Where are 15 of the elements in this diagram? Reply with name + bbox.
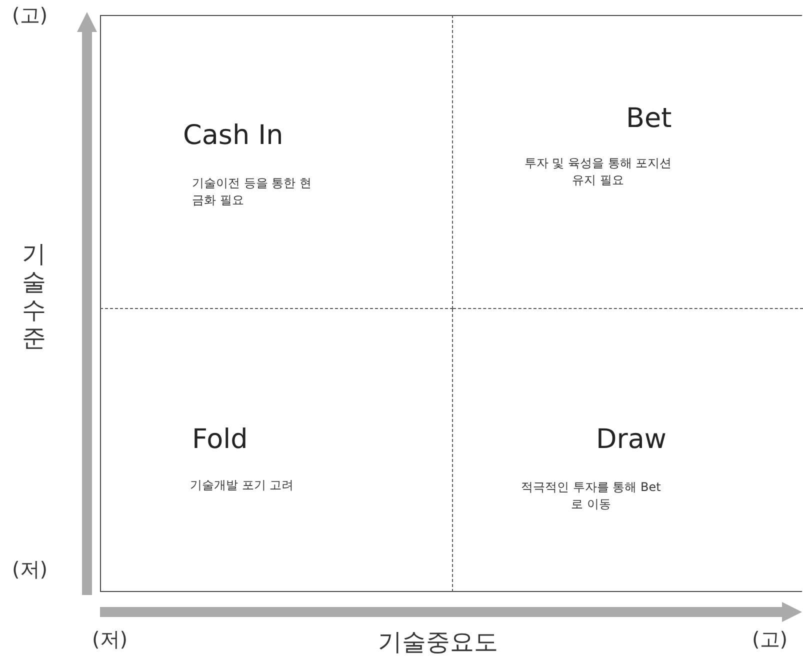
quadrant-description: 투자 및 육성을 통해 포지션 유지 필요 bbox=[523, 155, 673, 189]
axis-end-label: (고) bbox=[12, 2, 48, 29]
quadrant-title: Cash In bbox=[183, 120, 284, 151]
quadrant-description: 기술개발 포기 고려 bbox=[190, 477, 295, 494]
quadrant-description: 기술이전 등을 통한 현금화 필요 bbox=[192, 175, 312, 209]
axis-end-label: (고) bbox=[752, 626, 788, 653]
quadrant-title: Draw bbox=[596, 424, 667, 455]
quadrant-title: Fold bbox=[192, 424, 248, 455]
axis-end-label: (저) bbox=[12, 556, 48, 583]
quadrant-description: 적극적인 투자를 통해 Bet로 이동 bbox=[521, 479, 661, 513]
axis-end-label: (저) bbox=[92, 626, 128, 653]
quadrant-title: Bet bbox=[626, 103, 672, 134]
axis-title: 기술중요도 bbox=[378, 627, 498, 658]
quadrant bbox=[100, 15, 453, 309]
axis-title: 기술수준 bbox=[22, 240, 47, 352]
